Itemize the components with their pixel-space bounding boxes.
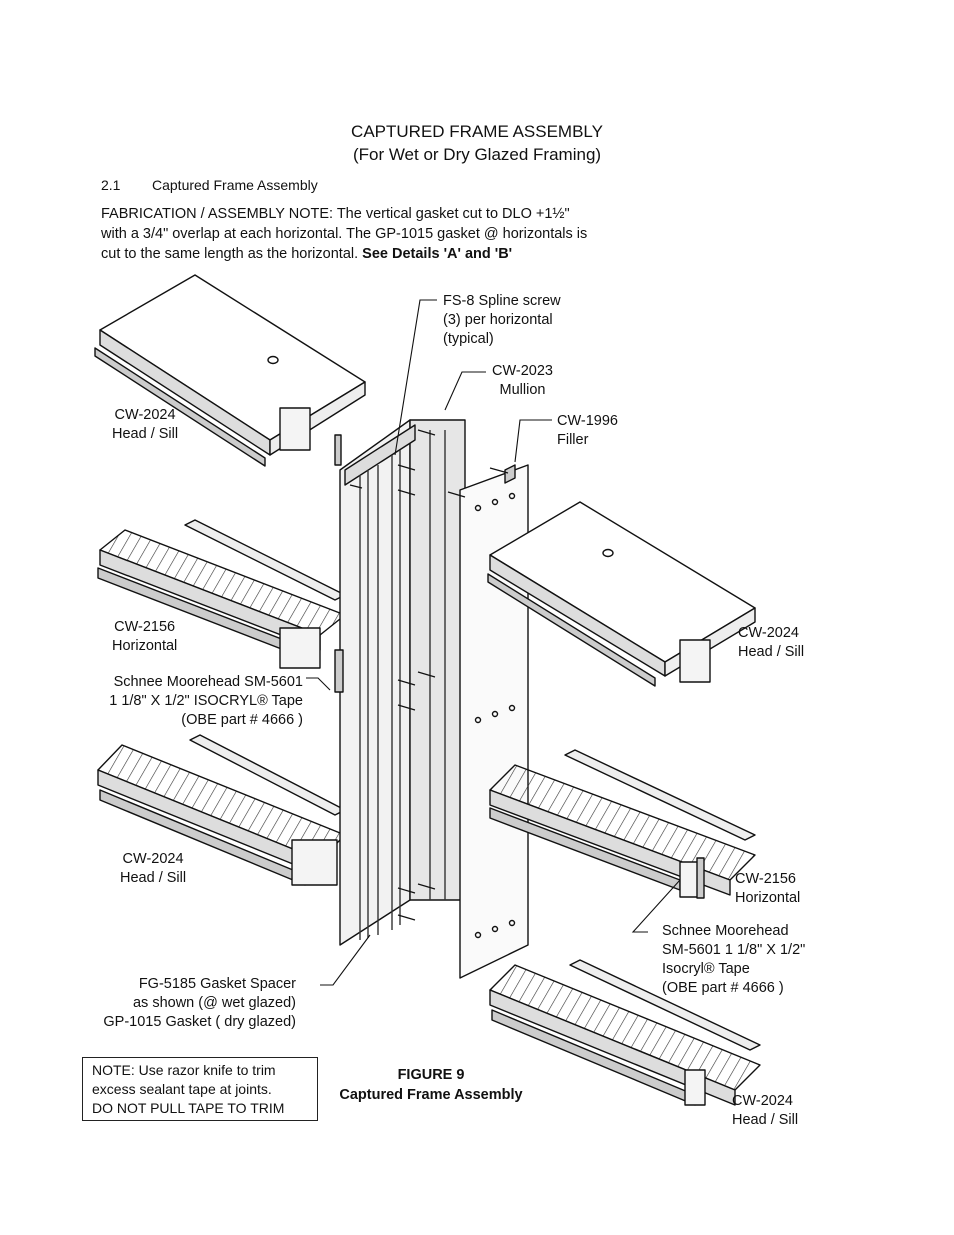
mullion-part (334, 419, 466, 946)
trim-note-line2: excess sealant tape at joints. (92, 1081, 272, 1097)
page-title: CAPTURED FRAME ASSEMBLY (351, 122, 603, 141)
figure-number: FIGURE 9 (397, 1067, 465, 1083)
fabrication-note-line1: FABRICATION / ASSEMBLY NOTE: The vertica… (101, 206, 570, 222)
callout-horizontal-right: CW-2156 Horizontal (735, 871, 801, 906)
callout-spline-screw: FS-8 Spline screw (3) per horizontal (ty… (443, 293, 561, 347)
callout-head-sill-right-mid: CW-2024 Head / Sill (738, 625, 805, 660)
head-sill-right-mid-part (487, 501, 756, 687)
horizontal-right-part (489, 749, 756, 898)
callout-gasket-spacer: FG-5185 Gasket Spacer as shown (@ wet gl… (103, 976, 296, 1030)
leader-lines (306, 299, 681, 986)
callout-head-sill-top-left: CW-2024 Head / Sill (112, 407, 179, 442)
tape-strip-left (334, 649, 344, 693)
callout-head-sill-bottom-right: CW-2024 Head / Sill (732, 1093, 799, 1128)
trim-note-line3: DO NOT PULL TAPE TO TRIM (92, 1100, 285, 1116)
page-subtitle: (For Wet or Dry Glazed Framing) (352, 145, 602, 164)
fabrication-note: FABRICATION / ASSEMBLY NOTE: The vertica… (101, 204, 661, 264)
callout-head-sill-bottom-left: CW-2024 Head / Sill (120, 851, 187, 886)
fabrication-note-line3-plain: cut to the same length as the horizontal… (101, 246, 363, 262)
spline-screws (349, 429, 509, 921)
callout-tape-left: Schnee Moorehead SM-5601 1 1/8" X 1/2" I… (109, 674, 303, 728)
figure-title: Captured Frame Assembly (339, 1087, 523, 1103)
fabrication-note-line2: with a 3/4" overlap at each horizontal. … (101, 226, 588, 242)
section-title: Captured Frame Assembly (152, 177, 318, 193)
callout-tape-right: Schnee Moorehead SM-5601 1 1/8" X 1/2" I… (662, 923, 806, 996)
fabrication-note-line3: cut to the same length as the horizontal… (101, 244, 661, 264)
trim-note-line1: NOTE: Use razor knife to trim (92, 1062, 276, 1078)
trim-note-box: NOTE: Use razor knife to trim excess sea… (82, 1057, 318, 1121)
callout-filler: CW-1996 Filler (557, 413, 618, 448)
head-sill-top-left-part (94, 274, 366, 467)
horizontal-left-part (97, 519, 346, 669)
tape-strip-right (696, 857, 705, 899)
head-sill-bottom-left-part (97, 734, 346, 886)
head-sill-bottom-right-part (489, 959, 761, 1106)
fabrication-note-line3-bold: See Details 'A' and 'B' (362, 246, 513, 262)
callout-mullion: CW-2023 Mullion (492, 363, 553, 398)
section-number: 2.1 (101, 177, 121, 193)
callout-horizontal-left: CW-2156 Horizontal (112, 619, 178, 654)
figure-caption: FIGURE 9 Captured Frame Assembly (326, 1065, 536, 1105)
